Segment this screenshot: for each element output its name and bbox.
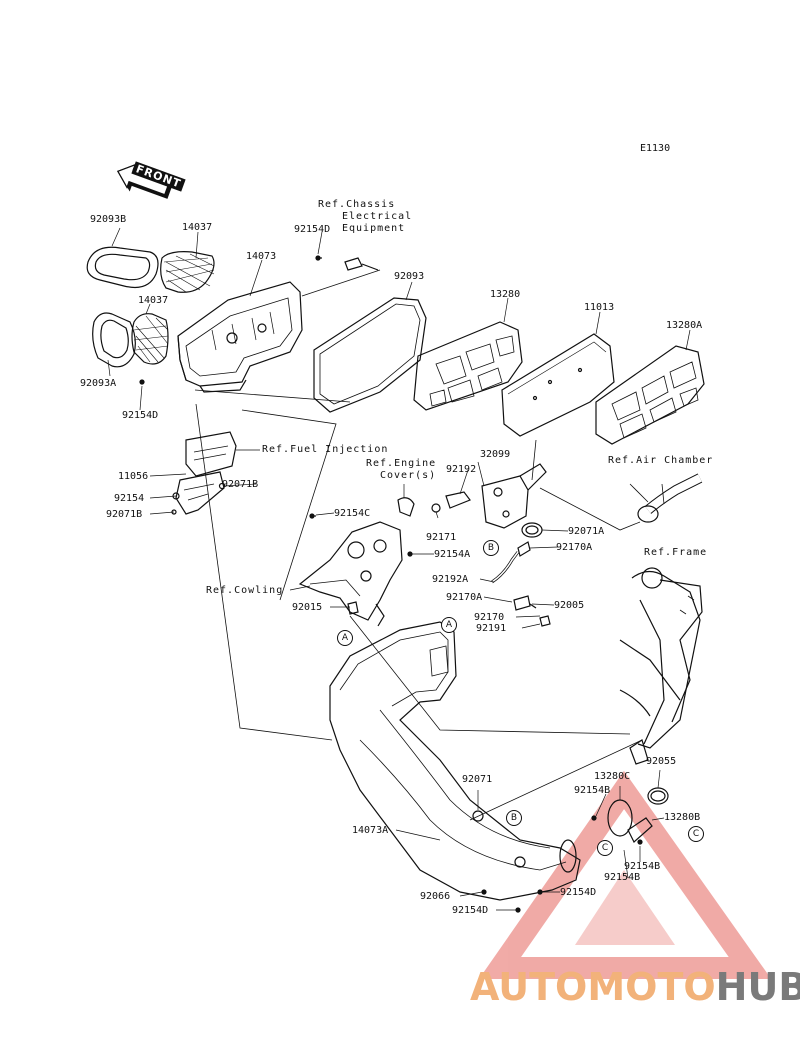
- duct-14073a: [329, 621, 581, 901]
- part-label: 32099: [480, 449, 511, 460]
- callout-a: A: [337, 630, 353, 646]
- part-label: 92093: [394, 271, 425, 282]
- part-label: 92154A: [434, 549, 471, 560]
- part-drawings: [86, 227, 705, 913]
- callout-a: A: [441, 617, 457, 633]
- bracket-11056: [185, 431, 237, 477]
- part-label: 92005: [554, 600, 585, 611]
- part-label: 92154: [114, 493, 145, 504]
- ref-air-chamber-label: Ref.Air Chamber: [608, 455, 714, 466]
- part-label: 92071B: [106, 509, 143, 520]
- part-label: 92170: [474, 612, 505, 623]
- ref-engine-label: Cover(s): [380, 470, 437, 481]
- ref-engine-label: Ref.Engine: [366, 458, 437, 469]
- part-label: 92154D: [122, 410, 159, 421]
- part-label: 92055: [646, 756, 677, 767]
- filter-11013: [501, 333, 615, 437]
- gasket-92093: [313, 297, 427, 413]
- part-label: 14037: [138, 295, 169, 306]
- diagram-code: E1130: [640, 143, 671, 154]
- ref-cowling-label: Ref.Cowling: [206, 585, 284, 596]
- part-label: 92015: [292, 602, 323, 613]
- mesh-14037-top: [160, 251, 215, 293]
- part-label: 92154B: [624, 861, 661, 872]
- watermark-logo: [478, 770, 772, 979]
- part-label: 92154D: [294, 224, 331, 235]
- part-label: 92071A: [568, 526, 605, 537]
- part-label: 14073: [246, 251, 277, 262]
- part-label: 92170A: [446, 592, 483, 603]
- gasket-92093b: [86, 246, 159, 289]
- part-label: 13280: [490, 289, 521, 300]
- ref-frame-label: Ref.Frame: [644, 547, 708, 558]
- part-label: 13280C: [594, 771, 631, 782]
- callout-b: B: [483, 540, 499, 556]
- part-label: 92154D: [452, 905, 489, 916]
- part-label: 92154C: [334, 508, 371, 519]
- part-label: 92066: [420, 891, 451, 902]
- part-label: 92071B: [222, 479, 259, 490]
- frame-ref: [619, 570, 701, 749]
- part-label: 92192: [446, 464, 477, 475]
- ref-chassis-label: Equipment: [342, 223, 406, 234]
- part-label: 92192A: [432, 574, 469, 585]
- valve-32099: [481, 475, 529, 529]
- part-label: 92071: [462, 774, 493, 785]
- part-label: 92154B: [574, 785, 611, 796]
- gasket-92093a: [92, 312, 136, 368]
- part-label: 92154B: [604, 872, 641, 883]
- part-label: 92171: [426, 532, 457, 543]
- part-label: 11013: [584, 302, 615, 313]
- part-label: 13280B: [664, 812, 701, 823]
- part-label: 14073A: [352, 825, 389, 836]
- ref-chassis-label: Ref.Chassis: [318, 199, 396, 210]
- callout-c: C: [597, 840, 613, 856]
- part-label: 92093A: [80, 378, 117, 389]
- part-label: 13280A: [666, 320, 703, 331]
- part-label: 92170A: [556, 542, 593, 553]
- part-label: 92191: [476, 623, 507, 634]
- callout-b: B: [506, 810, 522, 826]
- bracket-cowling: [298, 521, 403, 621]
- ref-chassis-label: Electrical: [342, 211, 413, 222]
- part-label: 92093B: [90, 214, 127, 225]
- watermark-text: AUTOMOTOHUB: [470, 965, 800, 1009]
- grid-13280a: [595, 345, 705, 445]
- ref-fuel-injection-label: Ref.Fuel Injection: [262, 444, 389, 455]
- part-label: 11056: [118, 471, 149, 482]
- grid-13280: [413, 321, 523, 411]
- part-label: 92154D: [560, 887, 597, 898]
- housing-14073: [177, 281, 303, 387]
- part-label: 14037: [182, 222, 213, 233]
- callout-c: C: [688, 826, 704, 842]
